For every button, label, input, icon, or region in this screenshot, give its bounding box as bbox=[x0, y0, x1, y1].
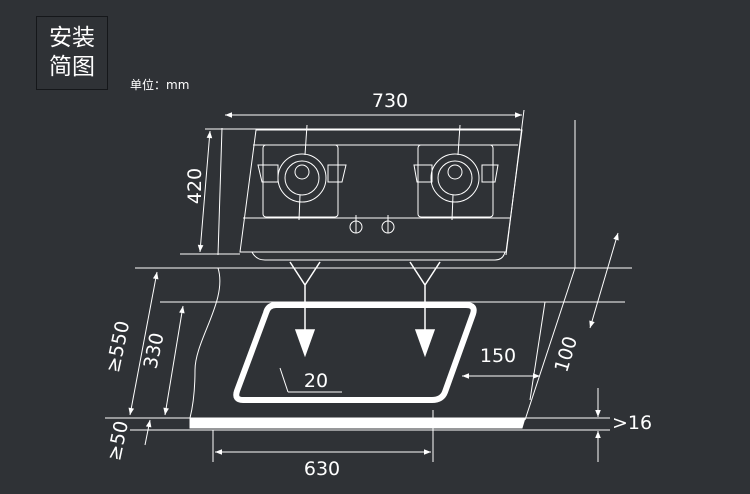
dim-330 bbox=[163, 305, 185, 416]
unit-label: 单位：mm bbox=[130, 78, 190, 92]
dim-20-leader bbox=[279, 367, 289, 393]
label-16: >16 bbox=[612, 412, 652, 434]
dim-50 bbox=[144, 419, 152, 446]
countertop bbox=[105, 120, 632, 431]
title-box: 安装 简图 bbox=[36, 16, 108, 90]
drop-arrows bbox=[289, 261, 441, 358]
burner-left bbox=[257, 124, 347, 221]
title-line-2: 简图 bbox=[49, 54, 95, 80]
cooktop bbox=[239, 124, 523, 261]
label-330: 330 bbox=[140, 331, 169, 371]
dim-550 bbox=[128, 271, 159, 416]
burner-right bbox=[413, 124, 499, 221]
knob-right bbox=[381, 215, 395, 234]
dim-100 bbox=[589, 232, 619, 329]
title-line-1: 安装 bbox=[49, 25, 95, 51]
knob-left bbox=[349, 215, 363, 234]
dim-150 bbox=[462, 301, 546, 401]
label-630: 630 bbox=[304, 458, 340, 480]
label-150: 150 bbox=[480, 345, 516, 367]
label-420: 420 bbox=[184, 168, 206, 204]
dim-630 bbox=[212, 410, 434, 462]
label-550: ≥550 bbox=[102, 319, 134, 375]
label-730: 730 bbox=[372, 90, 408, 112]
label-20: 20 bbox=[304, 370, 328, 392]
label-100: 100 bbox=[550, 334, 582, 375]
dim-420 bbox=[180, 128, 520, 255]
cutout-outline bbox=[233, 302, 477, 403]
label-50: ≥50 bbox=[103, 419, 133, 463]
